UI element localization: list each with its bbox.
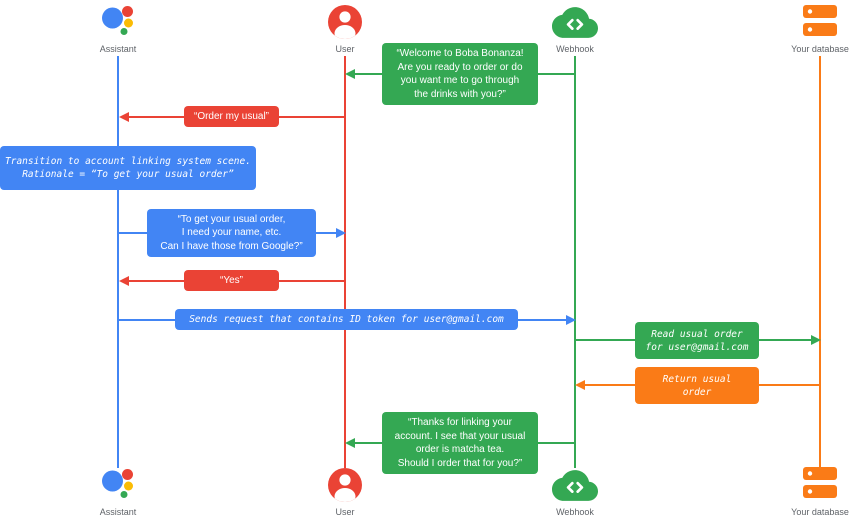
storage-icon-bottom <box>802 464 838 502</box>
message-line: Rationale = “To get your usual order” <box>22 169 234 180</box>
message-line: Transition to account linking system sce… <box>5 156 251 167</box>
database-lifeline <box>819 56 821 468</box>
message-line: “To get your usual order, <box>177 213 286 225</box>
message-line: Sends request that contains ID token for… <box>189 314 504 325</box>
message-line: you want me to go through <box>400 75 520 86</box>
person-circle-icon <box>327 4 363 40</box>
message-line: Are you ready to order or do <box>397 61 523 73</box>
sends-request-arrowhead <box>566 315 576 325</box>
message-line: Can I have those from Google?” <box>160 240 303 252</box>
message-line: order <box>682 386 712 398</box>
webhook-lane-label-bottom: Webhook <box>556 507 594 517</box>
cloud-code-icon <box>552 7 598 38</box>
return-usual-order-message: Return usual order <box>635 367 759 404</box>
transition-note: Transition to account linking system sce… <box>0 146 256 190</box>
thanks-arrowhead <box>345 438 355 448</box>
message-line: the drinks with you?” <box>414 88 506 100</box>
user-lifeline <box>344 56 346 468</box>
database-lane-label-bottom: Your database <box>791 507 849 517</box>
message-line: “Yes” <box>220 274 243 286</box>
user-lane-label-bottom: User <box>335 507 355 517</box>
order-my-usual-arrowhead <box>119 112 129 122</box>
message-line: “Thanks for linking your <box>408 417 512 428</box>
message-line: order is matcha tea. <box>415 444 505 455</box>
message-line: Should I order that for you?” <box>397 457 523 469</box>
yes-arrowhead <box>119 276 129 286</box>
cloud-code-icon-bottom <box>552 470 598 501</box>
assistant-lane-label-top: Assistant <box>99 44 137 54</box>
message-line: I need your name, etc. <box>181 227 282 239</box>
sends-request-message: Sends request that contains ID token for… <box>175 309 518 330</box>
ask-for-info-message: “To get your usual order, I need your na… <box>147 209 316 257</box>
read-usual-order-arrowhead <box>811 335 821 345</box>
google-assistant-logo-icon-bottom <box>100 467 136 503</box>
read-usual-order-message: Read usual order for user@gmail.com <box>635 322 759 359</box>
yes-message: “Yes” <box>184 270 279 291</box>
return-usual-order-arrowhead <box>575 380 585 390</box>
message-line: Read usual order <box>651 328 743 340</box>
user-lane-label-top: User <box>335 44 355 54</box>
person-circle-icon-bottom <box>327 467 363 503</box>
assistant-lane-label-bottom: Assistant <box>99 507 137 517</box>
message-line: “Order my usual” <box>193 110 269 122</box>
message-line: “Welcome to Boba Bonanza! <box>396 48 524 59</box>
message-line: account. I see that your usual <box>394 430 526 442</box>
message-line: Return usual <box>662 373 732 385</box>
welcome-arrowhead <box>345 69 355 79</box>
welcome-message: “Welcome to Boba Bonanza! Are you ready … <box>382 43 538 105</box>
ask-for-info-arrowhead <box>336 228 346 238</box>
webhook-lane-label-top: Webhook <box>556 44 594 54</box>
assistant-lifeline <box>117 56 119 468</box>
order-my-usual-message: “Order my usual” <box>184 106 279 127</box>
storage-icon <box>802 2 838 40</box>
google-assistant-logo-icon <box>100 4 136 40</box>
message-line: for user@gmail.com <box>645 341 749 353</box>
database-lane-label-top: Your database <box>791 44 849 54</box>
thanks-message: “Thanks for linking your account. I see … <box>382 412 538 474</box>
webhook-lifeline <box>574 56 576 468</box>
